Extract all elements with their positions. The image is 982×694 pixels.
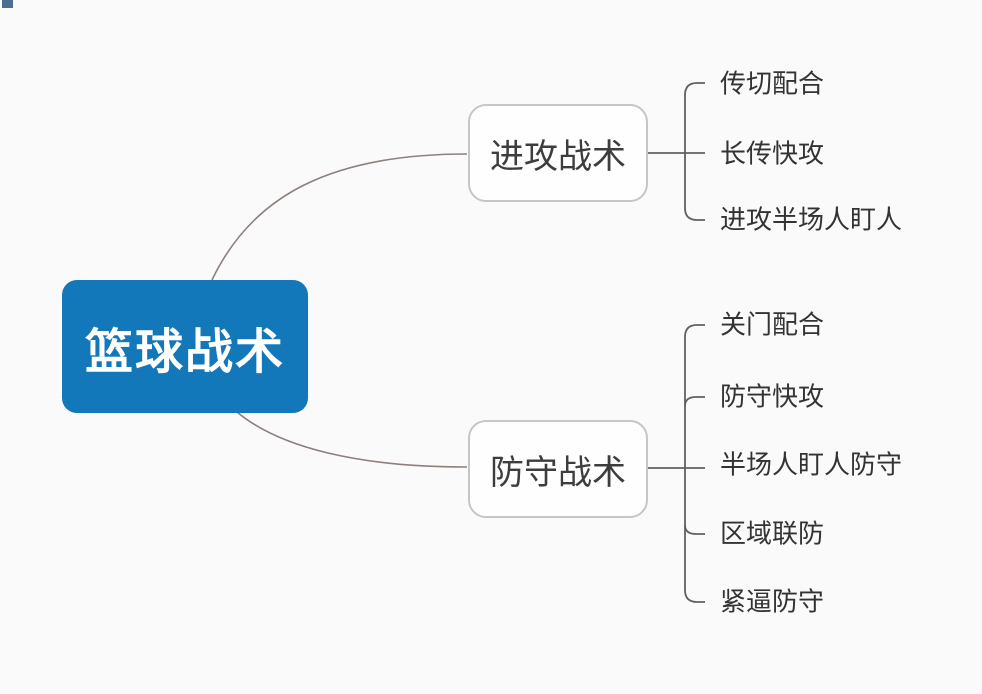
root-node-basketball-tactics[interactable]: 篮球战术 <box>62 280 308 413</box>
connector-offense-children-bottom <box>684 153 705 221</box>
leaf-offensive-half-court-man-to-man[interactable]: 进攻半场人盯人 <box>720 204 903 235</box>
connector-defense-children-t2 <box>684 396 705 407</box>
leaf-press-defense[interactable]: 紧逼防守 <box>720 586 825 617</box>
leaf-long-pass-fast-break[interactable]: 长传快攻 <box>720 138 825 169</box>
branch-node-defense-tactics[interactable]: 防守战术 <box>468 420 648 518</box>
connector-root-to-offense <box>211 153 468 281</box>
connector-defense-children-t4 <box>684 524 705 535</box>
leaf-half-court-man-to-man-defense[interactable]: 半场人盯人防守 <box>720 449 903 480</box>
connector-offense-children-top <box>684 82 705 153</box>
connector-defense-children-bottom <box>684 468 705 603</box>
leaf-zone-defense[interactable]: 区域联防 <box>720 518 825 549</box>
screenshot-artifact <box>2 0 13 8</box>
leaf-defend-fast-break[interactable]: 防守快攻 <box>720 381 825 412</box>
connector-defense-children-top <box>684 324 705 468</box>
connector-root-to-defense <box>236 411 468 468</box>
branch-node-offense-tactics[interactable]: 进攻战术 <box>468 104 648 202</box>
leaf-close-the-door[interactable]: 关门配合 <box>720 309 825 340</box>
leaf-pass-and-cut[interactable]: 传切配合 <box>720 68 825 99</box>
